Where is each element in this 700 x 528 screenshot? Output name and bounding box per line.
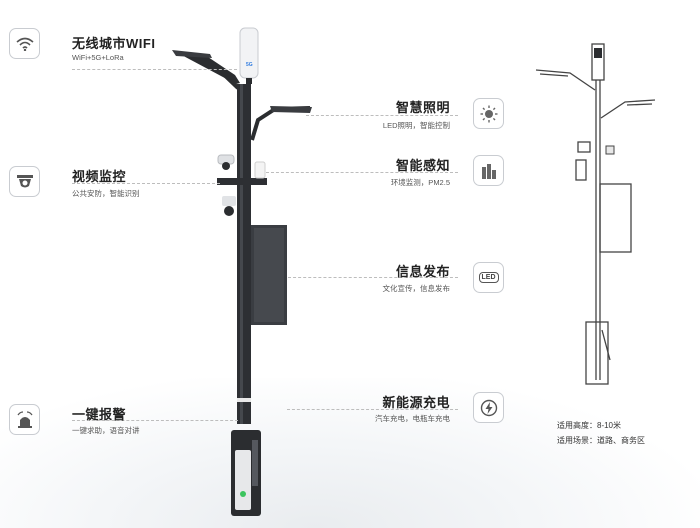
spec-height: 适用高度：8-10米 [557,421,622,430]
charging-bolt-icon [473,392,504,423]
sensing-subtitle: 环境监测，PM2.5 [390,178,450,187]
alarm-title: 一键报警 [72,407,127,422]
video-title: 视频监控 [72,169,127,184]
pole-5g-label: 5G [246,62,253,68]
wifi-title: 无线城市WIFI [72,36,156,51]
city-sensor-icon [473,155,504,186]
info-leader-line [288,277,458,278]
sensing-leader-line [266,172,458,173]
charging-leader-line [287,409,458,410]
wifi-icon [9,28,40,59]
alarm-leader-line [72,420,238,421]
info-title: 信息发布 [395,264,450,279]
video-leader-line [72,183,220,184]
wifi-subtitle: WiFi+5G+LoRa [72,53,124,62]
led-display-icon: LED [473,262,504,293]
cctv-camera-icon [9,166,40,197]
lighting-subtitle: LED照明，智能控制 [382,121,450,130]
alarm-subtitle: 一键求助，语音对讲 [72,426,140,435]
sun-icon [473,98,504,129]
wifi-leader-line [72,69,237,70]
floor-backdrop [0,378,700,528]
sensing-title: 智能感知 [395,158,450,173]
led-badge: LED [478,272,499,283]
charging-subtitle: 汽车充电，电瓶车充电 [375,414,450,423]
lighting-leader-line [306,115,458,116]
info-subtitle: 文化宣传，信息发布 [382,284,451,293]
lighting-title: 智慧照明 [395,100,450,115]
charging-title: 新能源充电 [382,395,450,410]
spec-scene: 适用场景：道路、商务区 [557,436,645,445]
alarm-siren-icon [9,404,40,435]
video-subtitle: 公共安防，智能识别 [72,189,140,198]
